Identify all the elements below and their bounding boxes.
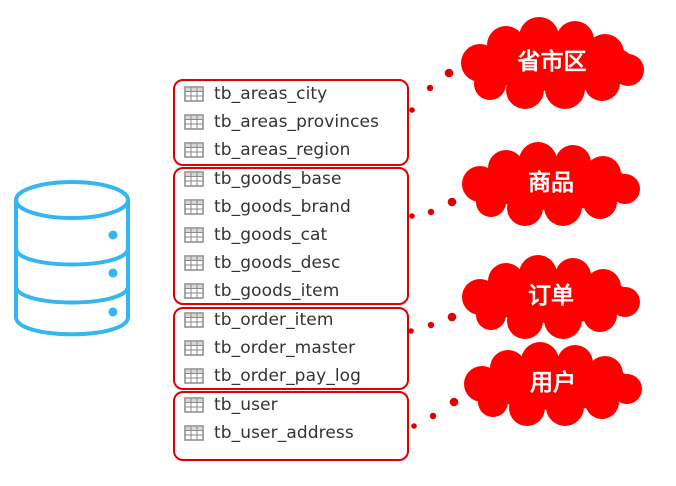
- table-item-tb-areas-region: tb_areas_region: [184, 138, 351, 162]
- table-label: tb_goods_desc: [214, 253, 341, 273]
- table-label: tb_goods_brand: [214, 197, 351, 217]
- group-box-order: [173, 307, 409, 390]
- table-label: tb_user: [214, 395, 278, 415]
- table-label: tb_goods_item: [214, 281, 340, 301]
- table-label: tb_user_address: [214, 423, 354, 443]
- cloud-label-areas: 省市区: [517, 49, 587, 75]
- table-icon: [184, 340, 204, 356]
- table-icon: [184, 397, 204, 413]
- table-icon: [184, 86, 204, 102]
- table-label: tb_order_pay_log: [214, 366, 362, 386]
- table-label: tb_areas_region: [214, 140, 351, 160]
- table-icon: [184, 114, 204, 130]
- table-item-tb-order-master: tb_order_master: [184, 336, 355, 360]
- table-icon: [184, 312, 204, 328]
- group-box-areas: [173, 79, 409, 166]
- table-label: tb_goods_base: [214, 169, 342, 189]
- table-label: tb_areas_provinces: [214, 112, 380, 132]
- table-item-tb-areas-provinces: tb_areas_provinces: [184, 110, 379, 134]
- table-icon: [184, 255, 204, 271]
- cloud-label-user: 用户: [530, 370, 576, 396]
- table-icon: [184, 368, 204, 384]
- table-item-tb-user: tb_user: [184, 393, 278, 417]
- table-label: tb_order_item: [214, 310, 334, 330]
- table-item-tb-goods-item: tb_goods_item: [184, 279, 339, 303]
- table-item-tb-goods-brand: tb_goods_brand: [184, 195, 351, 219]
- table-label: tb_order_master: [214, 338, 356, 358]
- group-box-user: [173, 391, 409, 461]
- cloud-label-goods: 商品: [528, 170, 574, 196]
- cloud-label-order: 订单: [528, 283, 574, 309]
- group-box-goods: [173, 167, 409, 305]
- table-label: tb_goods_cat: [214, 225, 328, 245]
- table-item-tb-goods-cat: tb_goods_cat: [184, 223, 327, 247]
- table-item-tb-goods-desc: tb_goods_desc: [184, 251, 340, 275]
- table-item-tb-order-item: tb_order_item: [184, 308, 334, 332]
- table-icon: [184, 199, 204, 215]
- table-label: tb_areas_city: [214, 84, 328, 104]
- table-item-tb-goods-base: tb_goods_base: [184, 167, 342, 191]
- table-item-tb-user-address: tb_user_address: [184, 421, 354, 445]
- table-icon: [184, 171, 204, 187]
- table-item-tb-areas-city: tb_areas_city: [184, 82, 327, 106]
- table-icon: [184, 142, 204, 158]
- table-icon: [184, 227, 204, 243]
- table-item-tb-order-pay-log: tb_order_pay_log: [184, 364, 361, 388]
- table-icon: [184, 283, 204, 299]
- table-icon: [184, 425, 204, 441]
